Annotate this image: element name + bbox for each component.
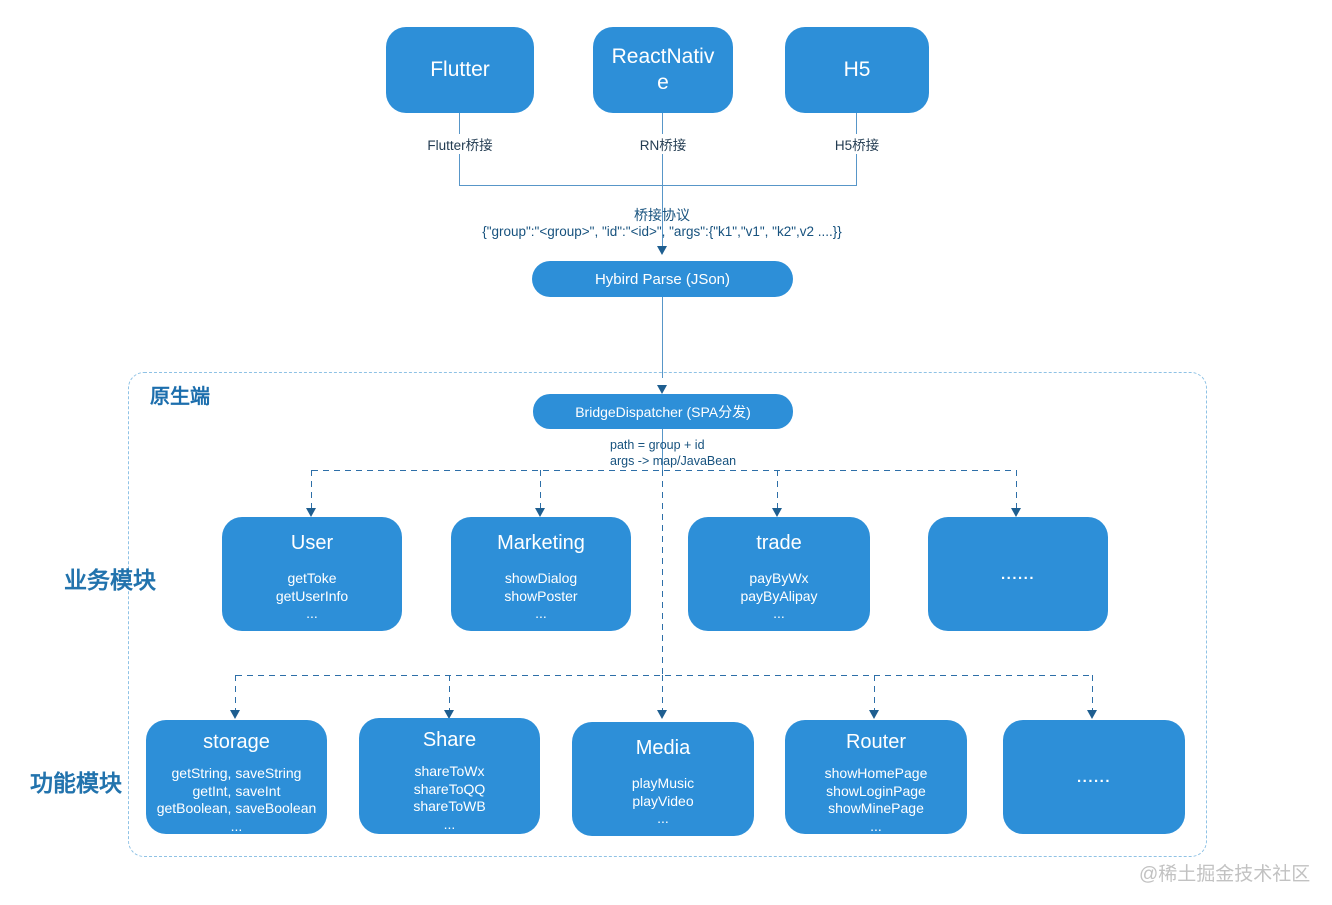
module-trade-title: trade	[756, 532, 802, 554]
module-share-method: shareToQQ	[413, 780, 486, 797]
module-router-method: showLoginPage	[826, 782, 926, 799]
arrowhead-into-user	[306, 508, 316, 517]
branch-drop-function-more	[1092, 675, 1094, 711]
bridge-label-h5: H5桥接	[830, 134, 884, 154]
native-container-label: 原生端	[150, 386, 210, 408]
branch-drop-router	[874, 675, 876, 711]
module-storage-method: getInt, saveInt	[192, 782, 281, 799]
node-hybrid-parse: Hybird Parse (JSon)	[532, 261, 793, 297]
module-media: Media playMusic playVideo ...	[572, 722, 754, 836]
connector-center-between-branches	[662, 470, 664, 675]
module-trade: trade payByWx payByAlipay ...	[688, 517, 870, 631]
module-share-method: shareToWx	[414, 763, 485, 779]
branch-drop-storage	[235, 675, 237, 711]
module-function-more-label: ......	[1076, 768, 1111, 786]
bridge-label-rn: RN桥接	[635, 134, 691, 154]
arrowhead-into-business-more	[1011, 508, 1021, 517]
arrowhead-into-storage	[230, 710, 240, 719]
branch-drop-trade	[777, 470, 779, 509]
module-marketing-method: showDialog	[504, 570, 578, 586]
module-business-more: ......	[928, 517, 1108, 631]
arrowhead-into-share	[444, 710, 454, 719]
module-user-title: User	[290, 532, 334, 554]
branch-drop-business-more	[1016, 470, 1018, 509]
bridge-label-flutter: Flutter桥接	[423, 134, 497, 154]
arrowhead-into-router	[869, 710, 879, 719]
module-router-title: Router	[845, 731, 907, 753]
module-marketing-method: showPoster	[504, 587, 578, 604]
module-marketing: Marketing showDialog showPoster ...	[451, 517, 631, 631]
connector-merge-horizontal	[459, 185, 857, 187]
module-router-method: showMinePage	[828, 800, 924, 816]
module-router-method: ...	[870, 817, 882, 834]
node-reactnative-label: ReactNative	[611, 44, 715, 94]
node-bridge-dispatcher: BridgeDispatcher (SPA分发)	[533, 394, 793, 429]
branch-drop-marketing	[540, 470, 542, 509]
module-trade-method: payByWx	[749, 570, 809, 586]
module-storage: storage getString, saveString getInt, sa…	[146, 720, 327, 834]
node-flutter-label: Flutter	[430, 57, 490, 81]
module-router: Router showHomePage showLoginPage showMi…	[785, 720, 967, 834]
connector-center-to-parser	[662, 185, 664, 253]
module-storage-method: getBoolean, saveBoolean	[156, 800, 317, 816]
native-container	[128, 372, 1207, 857]
watermark: @稀土掘金技术社区	[1139, 864, 1311, 885]
module-storage-title: storage	[203, 731, 270, 753]
branch-drop-media	[662, 675, 664, 711]
module-share-title: Share	[422, 729, 477, 751]
module-trade-method: payByAlipay	[740, 587, 818, 604]
node-h5-label: H5	[843, 57, 871, 81]
module-storage-method: getString, saveString	[171, 765, 302, 781]
protocol-format: {"group":"<group>", "id":"<id>", "args":…	[482, 224, 842, 239]
module-function-more: ......	[1003, 720, 1185, 834]
connector-parser-to-dispatcher	[662, 297, 664, 378]
node-h5: H5	[785, 27, 929, 113]
module-marketing-method: ...	[535, 605, 547, 621]
node-bridge-dispatcher-label: BridgeDispatcher (SPA分发)	[575, 403, 751, 420]
branch-drop-user	[311, 470, 313, 509]
branch-drop-share	[449, 675, 451, 711]
module-share: Share shareToWx shareToQQ shareToWB ...	[359, 718, 540, 834]
module-trade-method: ...	[773, 605, 785, 621]
protocol-title: 桥接协议	[634, 207, 690, 223]
module-user-method: getUserInfo	[275, 587, 349, 604]
section-label-business: 业务模块	[64, 567, 156, 593]
connector-dispatcher-down	[662, 429, 664, 470]
arrowhead-into-trade	[772, 508, 782, 517]
module-share-method: shareToWB	[413, 798, 486, 814]
arrowhead-into-dispatcher	[657, 385, 667, 394]
node-flutter: Flutter	[386, 27, 534, 113]
branch-function-horizontal	[236, 675, 1093, 677]
module-user-method: ...	[306, 605, 318, 621]
module-marketing-title: Marketing	[497, 532, 585, 554]
module-media-method: playVideo	[632, 792, 694, 809]
module-router-method: showHomePage	[824, 765, 928, 781]
arrowhead-into-parser	[657, 246, 667, 255]
section-label-function: 功能模块	[30, 770, 122, 796]
branch-business-horizontal	[312, 470, 1017, 472]
module-business-more-label: ......	[1000, 565, 1035, 583]
node-hybrid-parse-label: Hybird Parse (JSon)	[594, 270, 731, 288]
module-storage-method: ...	[230, 817, 243, 834]
arrowhead-into-media	[657, 710, 667, 719]
module-user: User getToke getUserInfo ...	[222, 517, 402, 631]
module-media-method: ...	[657, 810, 669, 826]
module-media-title: Media	[635, 737, 691, 759]
module-user-method: getToke	[287, 570, 337, 586]
arrowhead-into-marketing	[535, 508, 545, 517]
node-reactnative: ReactNative	[593, 27, 733, 113]
arrowhead-into-function-more	[1087, 710, 1097, 719]
dispatch-note: path = group + id args -> map/JavaBean	[610, 438, 737, 468]
module-share-method: ...	[443, 815, 456, 832]
module-media-method: playMusic	[631, 775, 695, 791]
